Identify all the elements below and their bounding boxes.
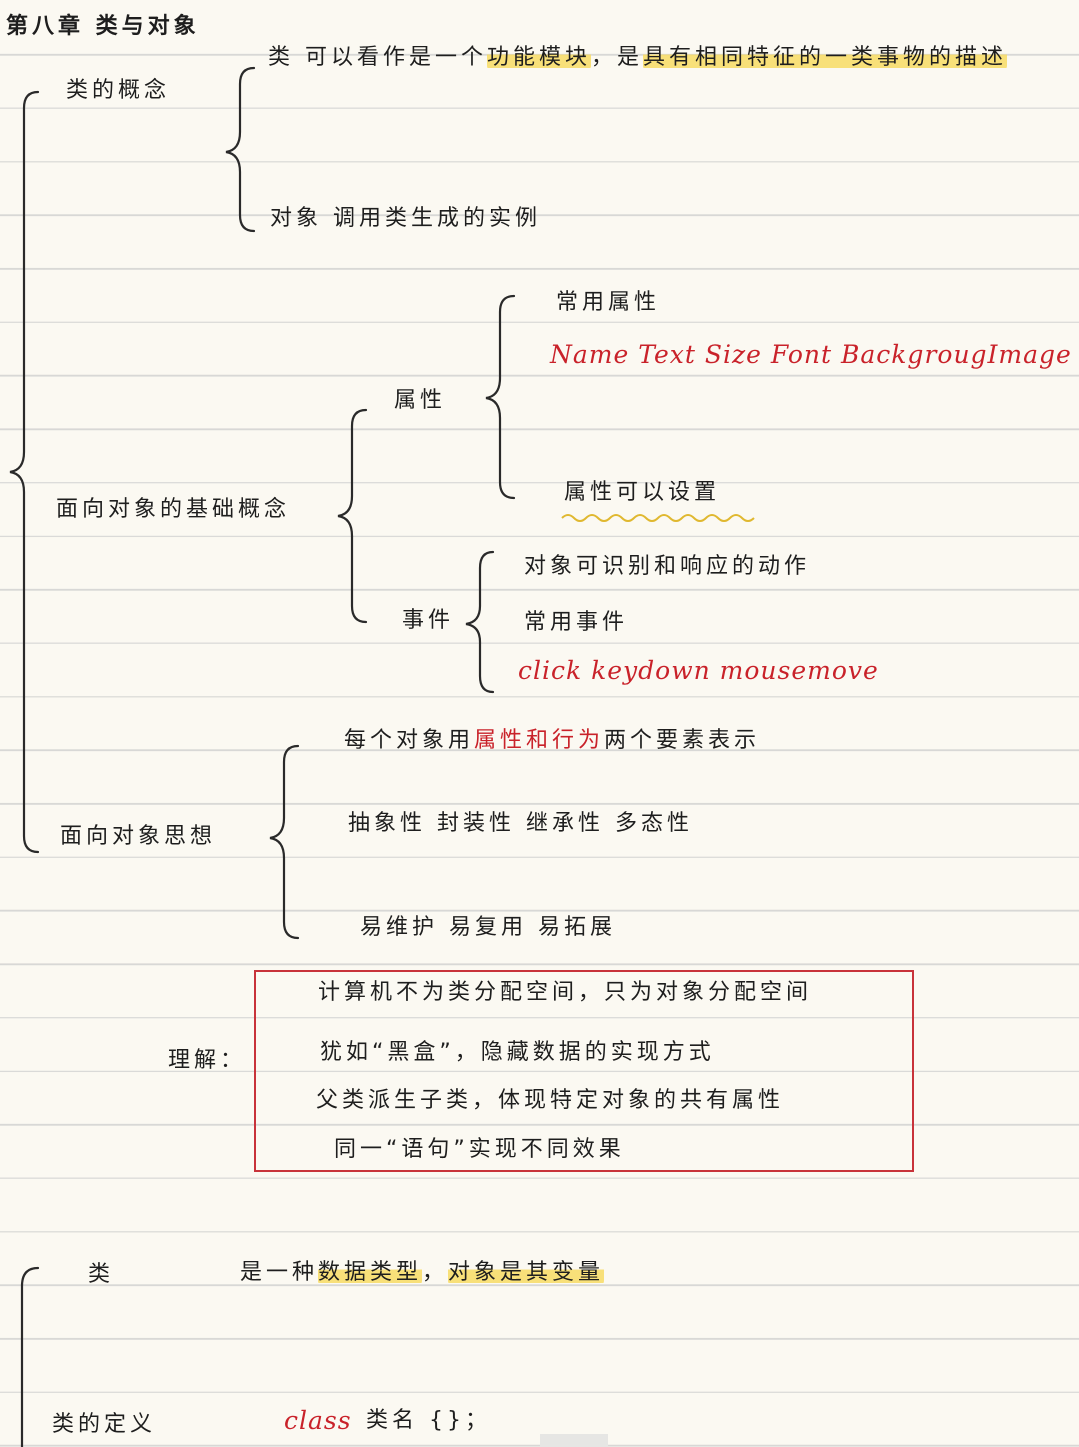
highlight-data-type: 数据类型 xyxy=(318,1260,423,1285)
class-definition-lead: 类 可以看作是一个 xyxy=(268,45,487,70)
event-brace xyxy=(465,550,495,694)
concept-label: 类的概念 xyxy=(66,78,171,103)
basics-label: 面向对象的基础概念 xyxy=(56,497,291,522)
class-syntax: 类名 {}； xyxy=(366,1408,491,1433)
understanding-item-2: 犹如“黑盒”，隐藏数据的实现方式 xyxy=(320,1040,715,1065)
understanding-box xyxy=(254,970,914,1172)
class-section-label: 类 xyxy=(88,1262,115,1287)
chapter-title: 第八章 类与对象 xyxy=(6,14,200,39)
property-examples: Name Text Size Font BackgrougImage xyxy=(550,340,1072,369)
event-label: 事件 xyxy=(402,608,455,633)
event-examples: click keydown mousemove xyxy=(518,656,879,685)
class-section-line: 是一种数据类型，对象是其变量 xyxy=(240,1260,605,1286)
main-brace xyxy=(9,90,40,854)
thought-line-2: 抽象性 封装性 继承性 多态性 xyxy=(348,811,693,836)
highlight-same-features: 具有相同特征的一类事物的描述 xyxy=(643,45,1008,70)
class-section-lead: 是一种 xyxy=(240,1260,319,1285)
property-label: 属性 xyxy=(394,388,447,413)
wavy-underline xyxy=(561,514,755,522)
highlight-object-variable: 对象是其变量 xyxy=(448,1260,605,1285)
understanding-item-4: 同一“语句”实现不同效果 xyxy=(334,1137,625,1162)
understanding-label: 理解： xyxy=(168,1048,247,1073)
basics-brace xyxy=(337,408,368,624)
concept-brace xyxy=(225,66,256,233)
class-definition-line: 类 可以看作是一个功能模块，是具有相同特征的一类事物的描述 xyxy=(268,45,1008,71)
understanding-item-3: 父类派生子类，体现特定对象的共有属性 xyxy=(316,1088,785,1113)
property-settable: 属性可以设置 xyxy=(564,480,721,505)
class-brace xyxy=(20,1266,40,1447)
common-properties-label: 常用属性 xyxy=(556,290,661,315)
understanding-item-1: 计算机不为类分配空间，只为对象分配空间 xyxy=(318,980,813,1005)
thought-label: 面向对象思想 xyxy=(60,824,217,849)
class-keyword: class xyxy=(284,1406,352,1435)
class-definition-label: 类的定义 xyxy=(52,1412,157,1437)
thought-line-1: 每个对象用属性和行为两个要素表示 xyxy=(344,728,760,754)
class-section-mid: ， xyxy=(422,1260,449,1285)
event-description: 对象可识别和响应的动作 xyxy=(524,554,811,579)
class-definition-mid: ，是 xyxy=(591,45,644,70)
thought-line-1-red: 属性和行为 xyxy=(474,728,605,753)
object-definition: 对象 调用类生成的实例 xyxy=(270,206,541,231)
common-events-label: 常用事件 xyxy=(524,610,629,635)
highlight-function-module: 功能模块 xyxy=(487,45,592,70)
thought-line-3: 易维护 易复用 易拓展 xyxy=(360,915,616,940)
scroll-indicator xyxy=(540,1434,608,1447)
property-brace xyxy=(485,294,516,500)
thought-line-1-post: 两个要素表示 xyxy=(604,728,761,753)
thought-line-1-pre: 每个对象用 xyxy=(344,728,475,753)
thought-brace xyxy=(269,744,300,940)
